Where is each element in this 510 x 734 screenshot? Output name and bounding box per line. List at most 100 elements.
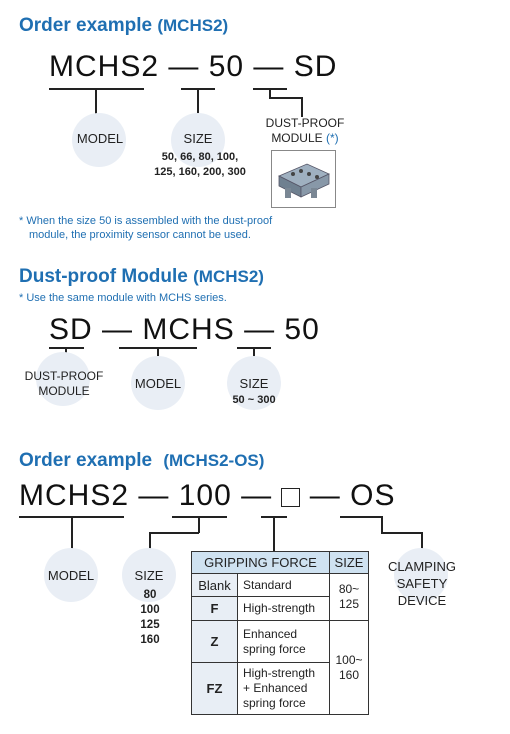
- dust-label2-line1: DUST-PROOF: [24, 369, 104, 383]
- code-part-size: 100: [178, 479, 232, 512]
- model-circle3: [44, 548, 98, 602]
- size-values-2: 125, 160, 200, 300: [154, 166, 246, 178]
- size-80: 80: [143, 589, 157, 601]
- code-dash: —: [244, 313, 276, 346]
- clamp-line3: DEVICE: [397, 593, 447, 608]
- size-group1-line2: 125: [338, 597, 360, 611]
- connector-os3-v2: [421, 532, 423, 550]
- model-label2: MODEL: [134, 376, 182, 391]
- connector-os3-h: [381, 532, 422, 534]
- desc-high-strength: High-strength: [237, 596, 330, 621]
- underline-size3: [172, 516, 227, 518]
- code-part-os: OS: [350, 479, 396, 512]
- connector-option3: [273, 516, 275, 552]
- table-header-row: GRIPPING FORCE SIZE: [191, 551, 369, 574]
- table-row: FZ High-strength + Enhanced spring force: [191, 662, 369, 715]
- connector-size3-v: [198, 516, 200, 533]
- code-part-model: MCHS: [142, 313, 235, 346]
- dust-proof-module-image: [271, 150, 336, 208]
- size-values-1: 50, 66, 80, 100,: [161, 151, 239, 163]
- section1-title-text: Order example: [19, 15, 153, 36]
- clamp-circle3: [394, 548, 448, 602]
- size-group1-line1: 80~: [338, 582, 360, 596]
- size-list3: 80 100 125 160: [130, 588, 170, 648]
- connector-dust-v2: [301, 97, 303, 117]
- desc-fz-line2: + Enhanced: [243, 681, 308, 695]
- section1-note: * When the size 50 is assembled with the…: [19, 214, 272, 242]
- code-z: Z: [191, 620, 238, 663]
- section2-order-code: SD — MCHS — 50: [49, 313, 320, 347]
- dust-label2-line2: MODULE: [38, 384, 90, 398]
- clamp-label3: CLAMPING SAFETY DEVICE: [372, 558, 472, 609]
- desc-standard: Standard: [237, 573, 330, 597]
- section1-note-line1: * When the size 50 is assembled with the…: [19, 215, 273, 227]
- size-125: 125: [140, 619, 160, 631]
- dust-label-module: MODULE: [271, 131, 323, 145]
- table-row: Blank Standard 80~ 125: [191, 573, 369, 621]
- clamp-line2: SAFETY: [396, 576, 448, 591]
- desc-enhanced-line2: spring force: [243, 641, 306, 656]
- section1-title-paren: (MCHS2): [157, 16, 229, 35]
- connector-size: [197, 88, 199, 116]
- dust-label-line1: DUST-PROOF: [265, 116, 345, 130]
- size-label: SIZE: [183, 131, 213, 146]
- connector-dust-v: [269, 88, 271, 98]
- desc-enhanced-line1: Enhanced: [243, 626, 298, 641]
- model-circle2: [131, 356, 185, 410]
- gripping-force-table: GRIPPING FORCE SIZE Blank Standard 80~ 1…: [191, 551, 369, 715]
- size-circle: [171, 113, 225, 167]
- dust-label-line2: MODULE (*): [255, 131, 355, 146]
- size-group1: 80~ 125: [329, 573, 369, 621]
- desc-fz-line3: spring force: [243, 696, 306, 710]
- section3-order-code: MCHS2 — 100 — — OS: [19, 479, 396, 513]
- code-part-model: MCHS2: [19, 479, 130, 512]
- dust-label-star: (*): [326, 131, 339, 145]
- size-label2: SIZE: [239, 376, 269, 391]
- model-label3: MODEL: [47, 568, 95, 583]
- code-fz: FZ: [191, 662, 238, 715]
- underline-model: [49, 88, 144, 90]
- code-part-size: 50: [284, 313, 320, 346]
- desc-enhanced: Enhanced spring force: [237, 620, 330, 663]
- connector-os3-v: [381, 516, 383, 533]
- section3-title: Order example (MCHS2-OS): [19, 450, 264, 472]
- size-160: 160: [140, 634, 160, 646]
- code-dash: —: [168, 50, 200, 83]
- size-circle3: [122, 548, 176, 602]
- connector-size3-h: [149, 532, 199, 534]
- code-part-dust: SD: [293, 50, 338, 83]
- dust-circle2: [36, 352, 90, 406]
- size-range2: 50 ~ 300: [232, 394, 276, 406]
- header-size: SIZE: [329, 551, 369, 574]
- code-dash: —: [138, 479, 170, 512]
- desc-high-enhanced: High-strength + Enhanced spring force: [237, 662, 330, 715]
- connector-model2: [157, 347, 159, 359]
- size-group2: 100~ 160: [329, 620, 369, 715]
- code-blank: Blank: [191, 573, 238, 597]
- section3-title-text: Order example: [19, 450, 153, 471]
- section2-note: * Use the same module with MCHS series.: [19, 292, 227, 304]
- code-f: F: [191, 596, 238, 621]
- dust-label2: DUST-PROOF MODULE: [8, 369, 120, 399]
- connector-size3-v2: [149, 532, 151, 550]
- size-100: 100: [140, 604, 160, 616]
- section2-title-paren: (MCHS2): [193, 267, 264, 286]
- underline-os3: [340, 516, 382, 518]
- option-box-icon: [281, 488, 301, 507]
- code-dash: —: [253, 50, 285, 83]
- underline-dust2: [49, 347, 84, 349]
- size-circle2: [227, 356, 281, 410]
- model-label: MODEL: [76, 131, 124, 146]
- size-group2-line2: 160: [338, 667, 360, 682]
- section1-order-code: MCHS2 — 50 — SD: [49, 50, 337, 84]
- size-label3: SIZE: [134, 568, 164, 583]
- section3-title-paren: (MCHS2-OS): [163, 451, 265, 470]
- code-part-dust: SD: [49, 313, 93, 346]
- header-gripping-force: GRIPPING FORCE: [191, 551, 330, 574]
- section1-title: Order example (MCHS2): [19, 15, 228, 37]
- code-dash: —: [309, 479, 341, 512]
- dust-label: DUST-PROOF MODULE (*): [255, 116, 355, 146]
- section1-note-line2: module, the proximity sensor cannot be u…: [29, 229, 251, 241]
- connector-size2: [253, 347, 255, 359]
- connector-model: [95, 88, 97, 116]
